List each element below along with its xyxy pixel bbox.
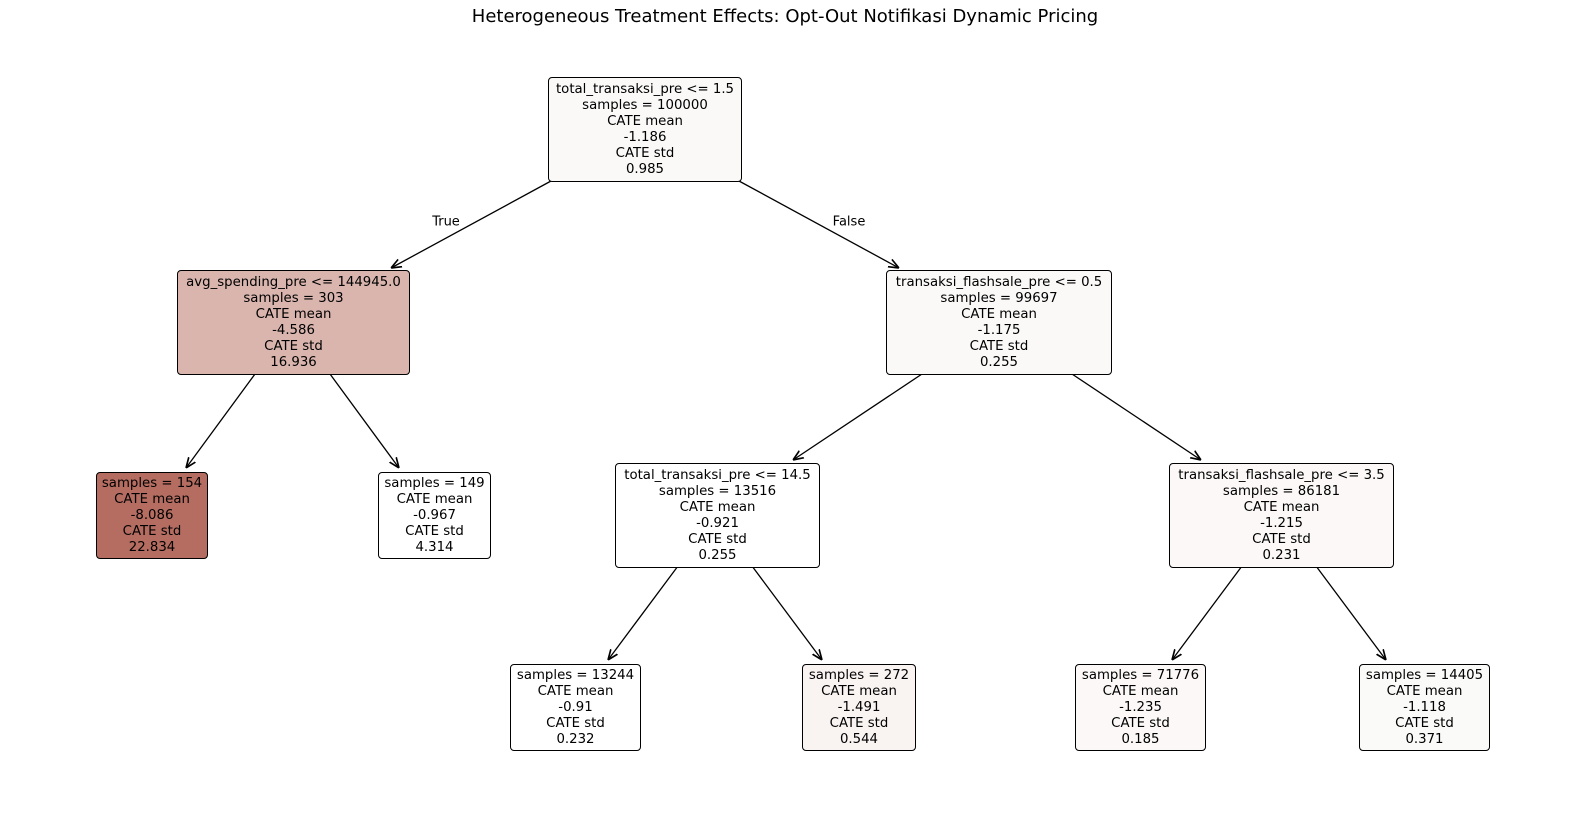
node-samples: samples = 14405 [1365,667,1484,683]
node-std: 22.834 [128,539,176,555]
node-mean: -0.921 [696,515,739,531]
node-samples: samples = 303 [243,290,344,306]
node-mean-label: CATE mean [1243,499,1320,515]
node-std: 0.232 [556,731,595,747]
node-std-label: CATE std [264,338,323,354]
edge-rl-rll [608,565,679,660]
node-std-label: CATE std [546,715,605,731]
node-mean-label: CATE mean [114,491,190,507]
node-std: 0.544 [839,731,879,747]
node-mean: -1.118 [1403,699,1446,715]
node-mean: -8.086 [130,507,174,523]
node-samples: samples = 154 [101,475,203,491]
node-mean-label: CATE mean [255,306,332,322]
node-std: 0.185 [1121,731,1160,747]
node-mean: -1.175 [977,322,1021,338]
node-std: 4.314 [415,539,454,555]
node-mean: -1.186 [623,129,667,145]
node-split: avg_spending_pre <= 144945.0 [186,274,401,290]
node-mean: -4.586 [272,322,315,338]
node-split: transaksi_flashsale_pre <= 0.5 [895,274,1103,290]
node-mean: -1.491 [837,699,881,715]
tree-leaf-rlr: samples = 272 CATE mean -1.491 CATE std … [802,664,916,751]
tree-leaf-rrr: samples = 14405 CATE mean -1.118 CATE st… [1359,664,1490,751]
node-split: total_transaksi_pre <= 1.5 [555,81,735,97]
node-mean-label: CATE mean [1386,683,1463,699]
edge-right-rr [1071,373,1201,460]
node-samples: samples = 149 [384,475,485,491]
node-samples: samples = 86181 [1222,483,1341,499]
node-std-label: CATE std [969,338,1029,354]
node-std: 0.255 [698,547,737,563]
edge-root-right [738,180,899,268]
node-mean-label: CATE mean [607,113,683,129]
node-std: 16.936 [270,354,317,370]
tree-node-rr: transaksi_flashsale_pre <= 3.5 samples =… [1169,463,1394,568]
node-samples: samples = 71776 [1081,667,1200,683]
node-mean-label: CATE mean [537,683,614,699]
node-std-label: CATE std [688,531,747,547]
node-mean-label: CATE mean [821,683,897,699]
tree-leaf-lr: samples = 149 CATE mean -0.967 CATE std … [378,472,491,559]
node-std-label: CATE std [122,523,182,539]
node-mean-label: CATE mean [1102,683,1179,699]
diagram-title: Heterogeneous Treatment Effects: Opt-Out… [471,6,1099,27]
node-std: 0.371 [1405,731,1444,747]
node-split: total_transaksi_pre <= 14.5 [624,467,811,483]
node-std-label: CATE std [615,145,675,161]
node-std: 0.985 [625,161,665,177]
node-std: 0.231 [1262,547,1301,563]
node-split: transaksi_flashsale_pre <= 3.5 [1178,467,1385,483]
edge-left-ll [186,373,256,468]
edge-left-lr [329,373,399,468]
node-std: 0.255 [979,354,1019,370]
edge-root-left [391,180,552,268]
node-std-label: CATE std [1111,715,1170,731]
node-std-label: CATE std [1395,715,1454,731]
node-std-label: CATE std [829,715,889,731]
tree-node-right: transaksi_flashsale_pre <= 0.5 samples =… [886,270,1112,375]
edge-label-false: False [832,214,866,230]
node-std-label: CATE std [405,523,464,539]
node-samples: samples = 99697 [940,290,1058,306]
node-samples: samples = 13244 [516,667,635,683]
edge-rr-rrr [1315,565,1386,660]
node-mean: -0.967 [413,507,456,523]
tree-leaf-rrl: samples = 71776 CATE mean -1.235 CATE st… [1075,664,1206,751]
node-mean-label: CATE mean [679,499,756,515]
tree-leaf-ll: samples = 154 CATE mean -8.086 CATE std … [96,472,208,559]
edge-label-true: True [432,214,460,230]
node-samples: samples = 13516 [658,483,777,499]
node-samples: samples = 100000 [582,97,708,113]
tree-node-left: avg_spending_pre <= 144945.0 samples = 3… [177,270,410,375]
tree-leaf-rll: samples = 13244 CATE mean -0.91 CATE std… [510,664,641,751]
edge-rl-rlr [751,565,822,660]
node-mean: -0.91 [558,699,593,715]
node-mean-label: CATE mean [396,491,473,507]
node-samples: samples = 272 [808,667,910,683]
tree-node-rl: total_transaksi_pre <= 14.5 samples = 13… [615,463,820,568]
node-std-label: CATE std [1252,531,1311,547]
edge-right-rl [793,373,923,460]
node-mean: -1.215 [1260,515,1303,531]
node-mean-label: CATE mean [961,306,1037,322]
tree-node-root: total_transaksi_pre <= 1.5 samples = 100… [548,77,742,182]
node-mean: -1.235 [1119,699,1162,715]
edge-rr-rrl [1172,565,1243,660]
